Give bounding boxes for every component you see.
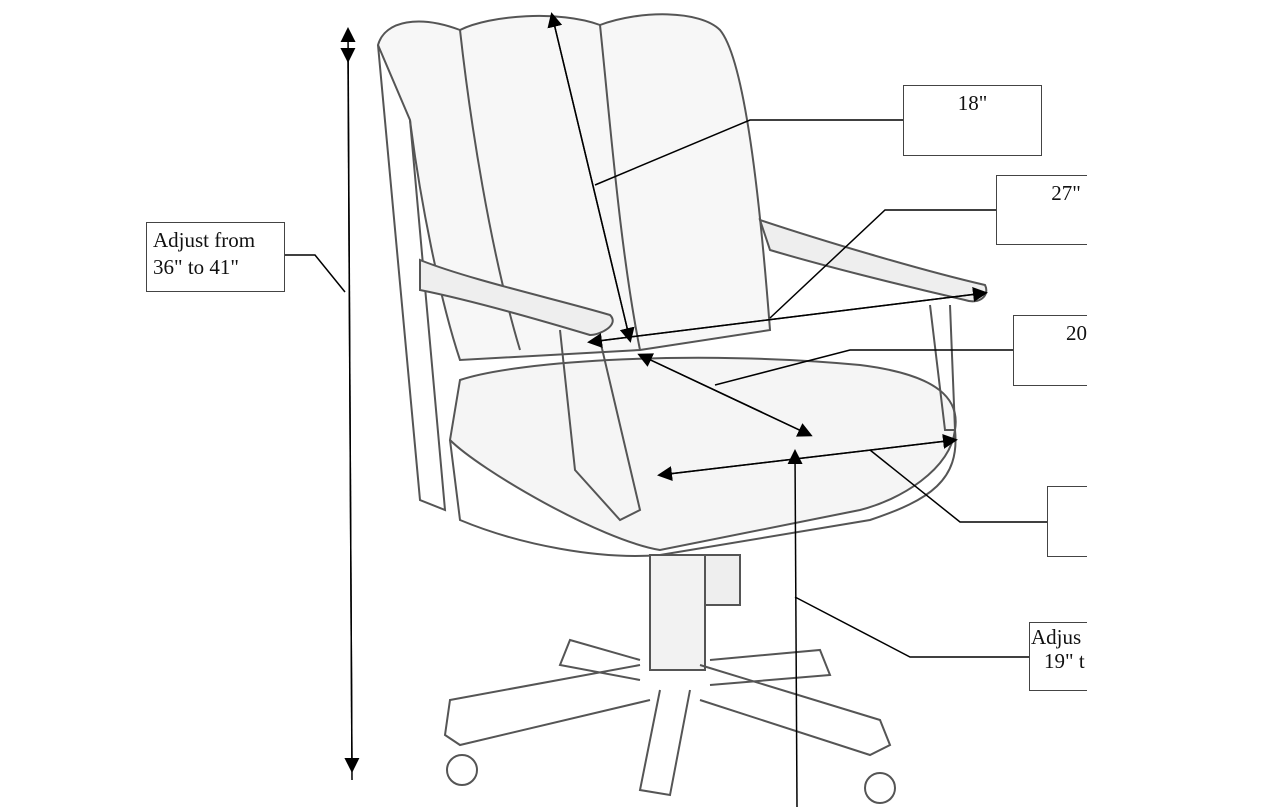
arm-width-label: 27" (996, 175, 1087, 245)
seat-depth-label: 20 (1013, 315, 1087, 386)
overall-height-label: Adjust from 36" to 41" (146, 222, 285, 292)
back-height-value: 18" (957, 91, 988, 115)
chair-sketch (285, 12, 1047, 807)
overall-height-line2: 36" to 41" (153, 255, 239, 279)
seat-depth-value: 20 (1066, 321, 1087, 345)
seat-height-label: Adjus 19" t (1029, 622, 1087, 691)
dimension-lines (285, 12, 1047, 807)
chair-drawing (376, 13, 988, 804)
arm-width-value: 27" (1051, 181, 1081, 205)
seat-height-line1: Adjus (1031, 625, 1082, 649)
overall-height-line1: Adjust from (153, 228, 256, 252)
seat-height-arrow (787, 449, 803, 807)
seat-width-label (1047, 486, 1087, 557)
seat-height-line2: 19" t (1044, 649, 1085, 673)
back-height-label: 18" (903, 85, 1042, 156)
diagram-area: Adjust from 36" to 41" 18" 27" 20 Adjus … (146, 12, 1087, 807)
